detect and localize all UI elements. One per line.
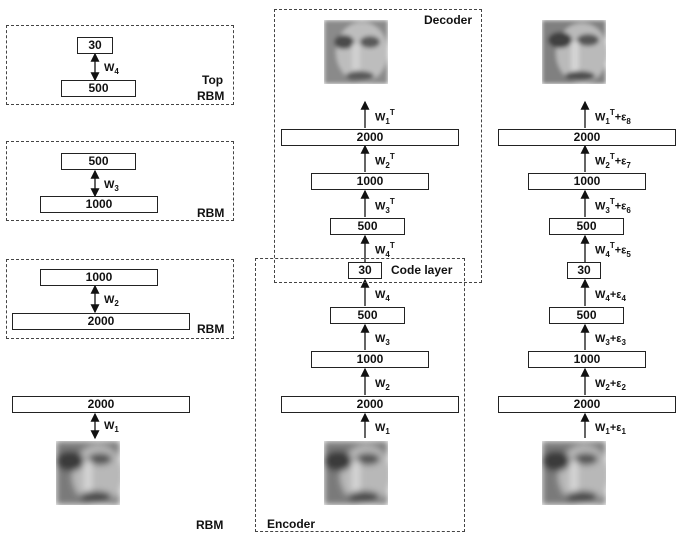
decoder-layer-500: 500 [330,218,405,235]
rbm2-frame [6,259,234,339]
rbm2-weight: W2 [104,294,119,309]
finetuned-weight-w3t-eps6: W3T+ε6 [595,197,631,215]
decoder-label: Decoder [424,13,473,27]
face-image-finetuned-output [542,20,606,84]
finetuned-weight-w3-eps3: W3+ε3 [595,333,626,348]
weight-w2t: W2T [375,152,395,170]
rbm1-weight: W1 [104,420,119,435]
finetuned-code-layer-30: 30 [567,262,601,279]
encoder-layer-2000: 2000 [281,396,459,413]
weight-w3: W3 [375,333,390,348]
code-layer-label: Code layer [391,263,453,277]
face-image-finetuned-input [542,441,606,505]
rbm1-layer-2000: 2000 [12,396,190,413]
rbm3-layer-1000: 1000 [40,196,158,213]
weight-w4: W4 [375,289,390,304]
rbm2-label: RBM [197,322,225,336]
finetuned-encoder-layer-500: 500 [549,307,624,324]
decoder-layer-1000: 1000 [311,173,429,190]
top-rbm-layer-500: 500 [61,80,136,97]
rbm3-layer-500: 500 [61,153,136,170]
decoder-layer-2000: 2000 [281,129,459,146]
finetuned-decoder-layer-2000: 2000 [498,129,676,146]
encoder-layer-1000: 1000 [311,351,429,368]
finetuned-decoder-layer-1000: 1000 [528,173,646,190]
weight-w4t: W4T [375,241,395,259]
finetuned-weight-w1-eps1: W1+ε1 [595,422,626,437]
decoder-frame [274,9,482,283]
rbm1-label: RBM [196,518,224,532]
top-rbm-label-rbm: RBM [197,89,225,103]
face-image-encoder-input [324,441,388,505]
weight-w1: W1 [375,422,390,437]
finetuned-weight-w4-eps4: W4+ε4 [595,289,626,304]
rbm3-weight: W3 [104,179,119,194]
face-image-decoder-output [324,20,388,84]
top-rbm-frame [6,25,234,105]
rbm3-label: RBM [197,206,225,220]
finetuned-decoder-layer-500: 500 [549,218,624,235]
encoder-layer-500: 500 [330,307,405,324]
top-rbm-weight: W4 [104,62,119,77]
code-layer-30: 30 [348,262,382,279]
finetuned-encoder-layer-2000: 2000 [498,396,676,413]
rbm2-layer-2000: 2000 [12,313,190,330]
top-rbm-layer-30: 30 [77,37,113,54]
rbm3-frame [6,141,234,221]
top-rbm-label-top: Top [202,73,224,87]
face-image-rbm-input [56,441,120,505]
finetuned-encoder-layer-1000: 1000 [528,351,646,368]
rbm2-layer-1000: 1000 [40,269,158,286]
finetuned-weight-w2t-eps7: W2T+ε7 [595,152,631,170]
encoder-label: Encoder [267,517,316,531]
weight-w2: W2 [375,378,390,393]
weight-w1t: W1T [375,108,395,126]
finetuned-weight-w1t-eps8: W1T+ε8 [595,108,631,126]
finetuned-weight-w4t-eps5: W4T+ε5 [595,241,631,259]
encoder-frame [255,258,465,532]
weight-w3t: W3T [375,197,395,215]
finetuned-weight-w2-eps2: W2+ε2 [595,378,626,393]
